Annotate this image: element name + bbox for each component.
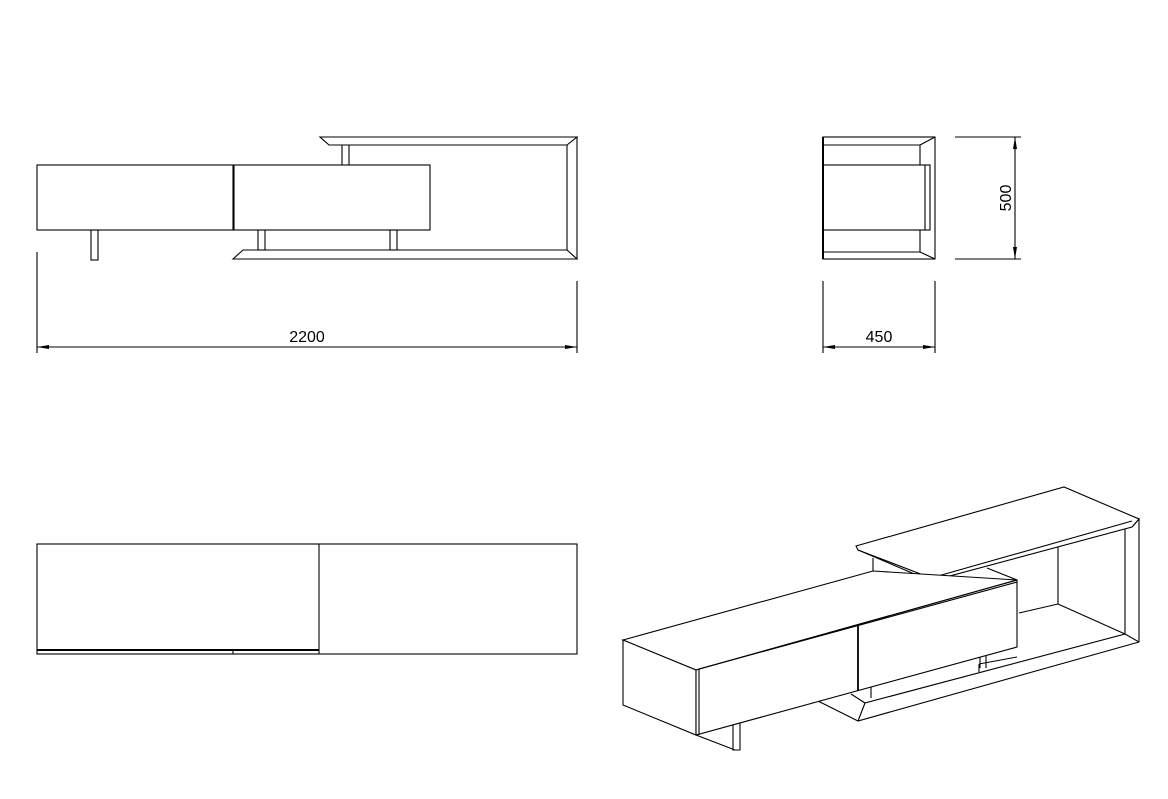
dimension-depth: 450 — [822, 281, 936, 353]
cabinet-drawer-right — [233, 164, 431, 231]
top-shelf — [318, 136, 579, 146]
cabinet-drawer-left — [36, 164, 234, 231]
base-frame — [231, 249, 579, 260]
leg — [90, 229, 99, 261]
isometric-view — [621, 486, 1140, 751]
side-view: 500 450 — [822, 136, 1021, 353]
depth-dimension-label: 450 — [866, 329, 893, 346]
leg — [732, 723, 741, 751]
leg — [257, 229, 266, 251]
dimension-height: 500 — [955, 136, 1021, 260]
upper-leg — [341, 144, 350, 166]
cabinet-front — [695, 579, 1018, 736]
front-view: 2200 — [36, 136, 579, 353]
top-view — [36, 543, 578, 655]
top-shelf — [855, 486, 1140, 582]
height-dimension-label: 500 — [998, 185, 1015, 212]
dimension-width: 2200 — [36, 252, 578, 353]
width-dimension-label: 2200 — [289, 329, 325, 346]
leg — [389, 229, 398, 251]
